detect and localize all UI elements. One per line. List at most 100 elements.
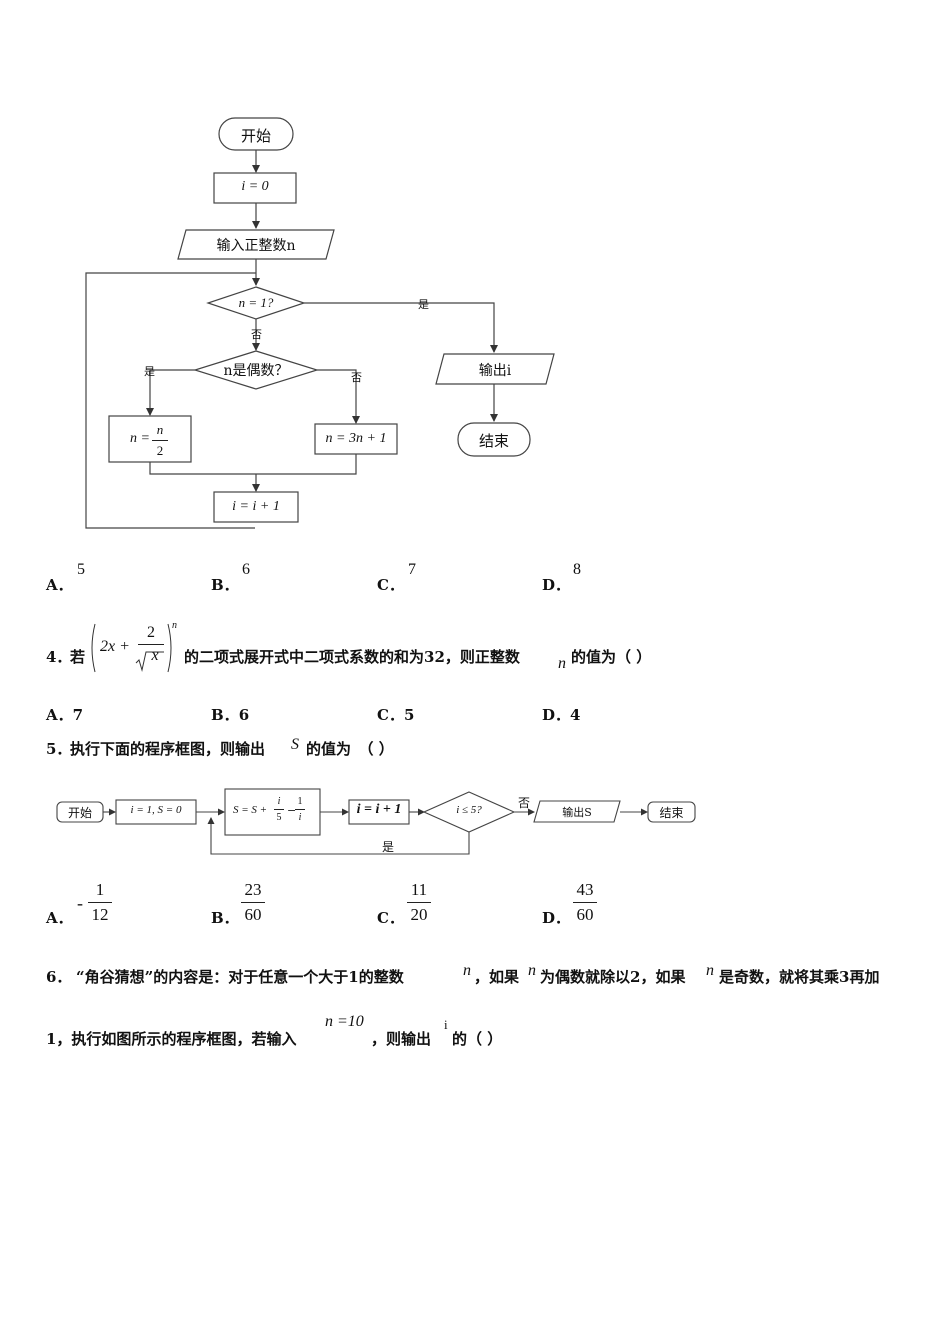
q6-line2-b: ，则输出 bbox=[371, 1030, 432, 1048]
flow2-end-terminal bbox=[647, 801, 696, 823]
input-parallelogram bbox=[177, 229, 335, 260]
flow1-end-label: 结束 bbox=[478, 432, 509, 450]
odd-box bbox=[314, 423, 398, 455]
q6-n2: n bbox=[528, 962, 536, 979]
q6-i-var: i bbox=[444, 1017, 448, 1032]
q5-option-c-fraction: 11 20 bbox=[407, 880, 431, 925]
q4-option-c-letter: C． bbox=[377, 706, 404, 724]
q3-option-d: D． bbox=[542, 574, 570, 595]
flow1-no-label-1: 否 bbox=[251, 328, 262, 341]
q4-option-d: D．4 bbox=[542, 704, 580, 725]
inc-box bbox=[213, 491, 299, 523]
flow1-cond1-label: n = 1? bbox=[238, 295, 274, 310]
q5-option-b-num: 23 bbox=[244, 880, 262, 899]
flow1-yes-label-1: 是 bbox=[418, 298, 429, 311]
flow2-inc-label: i = i + 1 bbox=[356, 802, 402, 817]
flow1-yes-label-2: 是 bbox=[144, 365, 155, 378]
q4-option-b-value: 6 bbox=[238, 706, 250, 724]
q4-pre: 若 bbox=[70, 648, 86, 666]
q5-number: 5． bbox=[46, 740, 72, 758]
flow2-update-lhs: S = S + bbox=[233, 804, 268, 816]
flow2-init-label: i = 1, S = 0 bbox=[130, 804, 182, 816]
q3-option-b-letter: B． bbox=[211, 576, 239, 594]
flow1-even-num: n bbox=[156, 422, 164, 437]
q5-option-c-den: 20 bbox=[410, 905, 428, 924]
cond2-diamond bbox=[192, 350, 320, 390]
q6-input-expr: n =10 bbox=[325, 1013, 364, 1030]
q4-number: 4． bbox=[46, 648, 72, 666]
q4-expr-fraction: 2 x bbox=[138, 624, 164, 665]
q5-option-b-letter: B． bbox=[211, 909, 239, 927]
flow1-input-label: 输入正整数n bbox=[216, 238, 296, 254]
flow1-output-label: 输出i bbox=[478, 363, 512, 379]
flow1-cond2-label: n是偶数？ bbox=[223, 363, 289, 379]
output-parallelogram bbox=[435, 353, 555, 385]
q6-line1-a: “角谷猜想”的内容是：对于任意一个大于1的整数 bbox=[76, 968, 404, 986]
q6-line2-c: 的（ ） bbox=[452, 1030, 503, 1048]
q4-option-a-value: 7 bbox=[72, 706, 84, 724]
flow2-output-label: 输出S bbox=[562, 806, 592, 819]
q5-option-a-fraction: 1 12 bbox=[88, 880, 112, 925]
flow2-update-n2: 1 bbox=[297, 796, 303, 807]
q5-option-a-num: 1 bbox=[95, 880, 105, 899]
flow2-update-d1: 5 bbox=[276, 812, 282, 823]
q4-expr-den: x bbox=[151, 647, 159, 664]
q6-n3: n bbox=[706, 962, 714, 979]
q5-text-a: 执行下面的程序框图，则输出 bbox=[70, 740, 266, 758]
flow2-start-label: 开始 bbox=[67, 806, 92, 820]
q4-exponent: n bbox=[172, 620, 177, 631]
q4-var: n bbox=[558, 655, 566, 672]
q3-option-c: C． bbox=[377, 574, 404, 595]
q6-n1: n bbox=[463, 962, 471, 979]
q6-line1-b: ，如果 bbox=[474, 968, 520, 986]
flow2-update-frac1: i 5 bbox=[274, 796, 284, 823]
flow1-even-lhs: n = bbox=[130, 431, 150, 446]
flow2-minus: − bbox=[287, 804, 297, 817]
q5-option-b-fraction: 23 60 bbox=[241, 880, 265, 925]
q5-option-d-fraction: 43 60 bbox=[573, 880, 597, 925]
q4-expr-left: 2x + bbox=[100, 638, 130, 655]
q3-option-a-letter: A． bbox=[46, 576, 73, 594]
q3-option-a: A． bbox=[46, 574, 73, 595]
flow2-output-parallelogram bbox=[533, 800, 621, 823]
q3-option-b-value: 6 bbox=[242, 561, 250, 578]
even-box bbox=[108, 415, 192, 463]
q3-option-b: B． bbox=[211, 574, 239, 595]
q5-option-a-den: 12 bbox=[91, 905, 109, 924]
q5-text-b: 的值为 （ ） bbox=[306, 740, 394, 758]
flow2-update-d2: i bbox=[298, 812, 302, 823]
flowchart-1 bbox=[85, 117, 555, 529]
flow1-init-label: i = 0 bbox=[241, 179, 269, 194]
q5-var: S bbox=[291, 736, 299, 753]
flow2-yes-label: 是 bbox=[382, 840, 395, 854]
q4-option-c-value: 5 bbox=[403, 706, 415, 724]
q5-option-a-sign: - bbox=[77, 893, 83, 913]
q4-option-d-value: 4 bbox=[570, 706, 581, 724]
q4-expression-brackets bbox=[91, 623, 172, 673]
flow2-update-box bbox=[224, 788, 321, 836]
q6-number: 6． bbox=[46, 968, 72, 986]
flow1-even-den: 2 bbox=[156, 443, 164, 458]
q4-option-a-letter: A． bbox=[46, 706, 73, 724]
q5-option-b-den: 60 bbox=[244, 905, 262, 924]
flow2-no-label: 否 bbox=[518, 796, 531, 810]
flow1-start-label: 开始 bbox=[240, 127, 271, 145]
q4-option-b-letter: B． bbox=[211, 706, 239, 724]
init-box bbox=[213, 172, 297, 204]
q4-option-c: C．5 bbox=[377, 704, 414, 725]
q3-option-c-value: 7 bbox=[408, 561, 416, 578]
q4-expr-num: 2 bbox=[147, 624, 155, 641]
flow2-cond-label: i ≤ 5? bbox=[456, 804, 482, 816]
q4-tail: 的值为（ ） bbox=[571, 648, 652, 666]
q6-line1-c: 为偶数就除以2，如果 bbox=[540, 968, 686, 986]
flow2-update-n1: i bbox=[277, 796, 281, 807]
end-terminal bbox=[457, 422, 531, 457]
q6-line2-a: 1，执行如图所示的程序框图，若输入 bbox=[46, 1030, 297, 1048]
flow1-odd-label: n = 3n + 1 bbox=[325, 431, 387, 446]
q5-option-d-den: 60 bbox=[576, 905, 594, 924]
flow2-init-box bbox=[115, 799, 197, 825]
flow2-update-frac2: 1 i bbox=[295, 796, 305, 823]
q3-option-c-letter: C． bbox=[377, 576, 404, 594]
flow2-end-label: 结束 bbox=[659, 806, 684, 820]
q3-option-d-value: 8 bbox=[573, 561, 581, 578]
